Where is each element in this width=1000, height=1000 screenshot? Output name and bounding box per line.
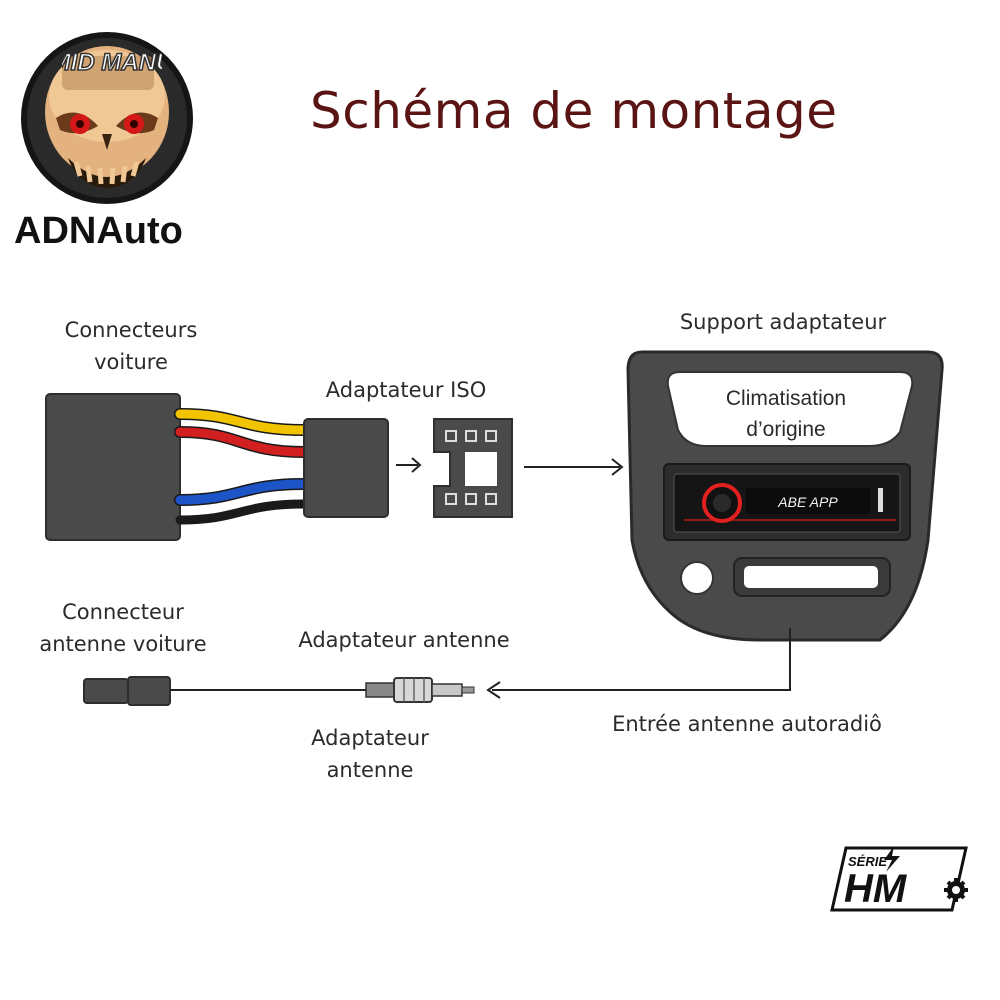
wire-blue [175,479,309,505]
label-antenna-adapter-bottom: Adaptateur antenne [311,726,429,782]
svg-text:HM: HM [844,867,908,911]
wire-bundle [174,408,310,525]
skull-logo-icon [21,32,193,204]
antenna-plug-icon [365,677,475,703]
label-radio-antenna-input: Entrée antenne autoradiô [612,712,882,736]
antenna-cable-return [492,628,791,691]
climate-label-line1: Climatisation [726,387,846,410]
label-iso-adapter: Adaptateur ISO [325,378,487,402]
car-connector-box [45,393,181,541]
serie-hm-logo-icon: SÉRIE HM [830,846,968,912]
label-car-connectors: Connecteurs voiture [64,318,198,374]
iso-adapter-box [303,418,389,518]
gear-icon [944,878,968,902]
wire-black [175,499,309,525]
label-antenna-adapter-top: Adaptateur antenne [298,628,510,652]
iso-connector-icon [433,418,513,518]
adapter-support-bezel: ABE APP [626,350,944,642]
climate-label-line2: d’origine [746,418,825,441]
radio-display: ABE APP [777,494,838,510]
page-title: Schéma de montage [310,82,838,140]
wire-red [175,427,309,457]
wire-yellow [175,409,309,435]
label-adapter-support: Support adaptateur [679,310,887,334]
svg-text:SÉRIE: SÉRIE [848,854,887,869]
brand-name: ADNAuto [14,210,183,252]
logo-text: MID MANU [62,49,162,76]
logo-wordmark: MID MANU [62,48,162,77]
car-antenna-connector [83,676,171,706]
label-car-antenna-connector: Connecteur antenne voiture [39,600,207,656]
